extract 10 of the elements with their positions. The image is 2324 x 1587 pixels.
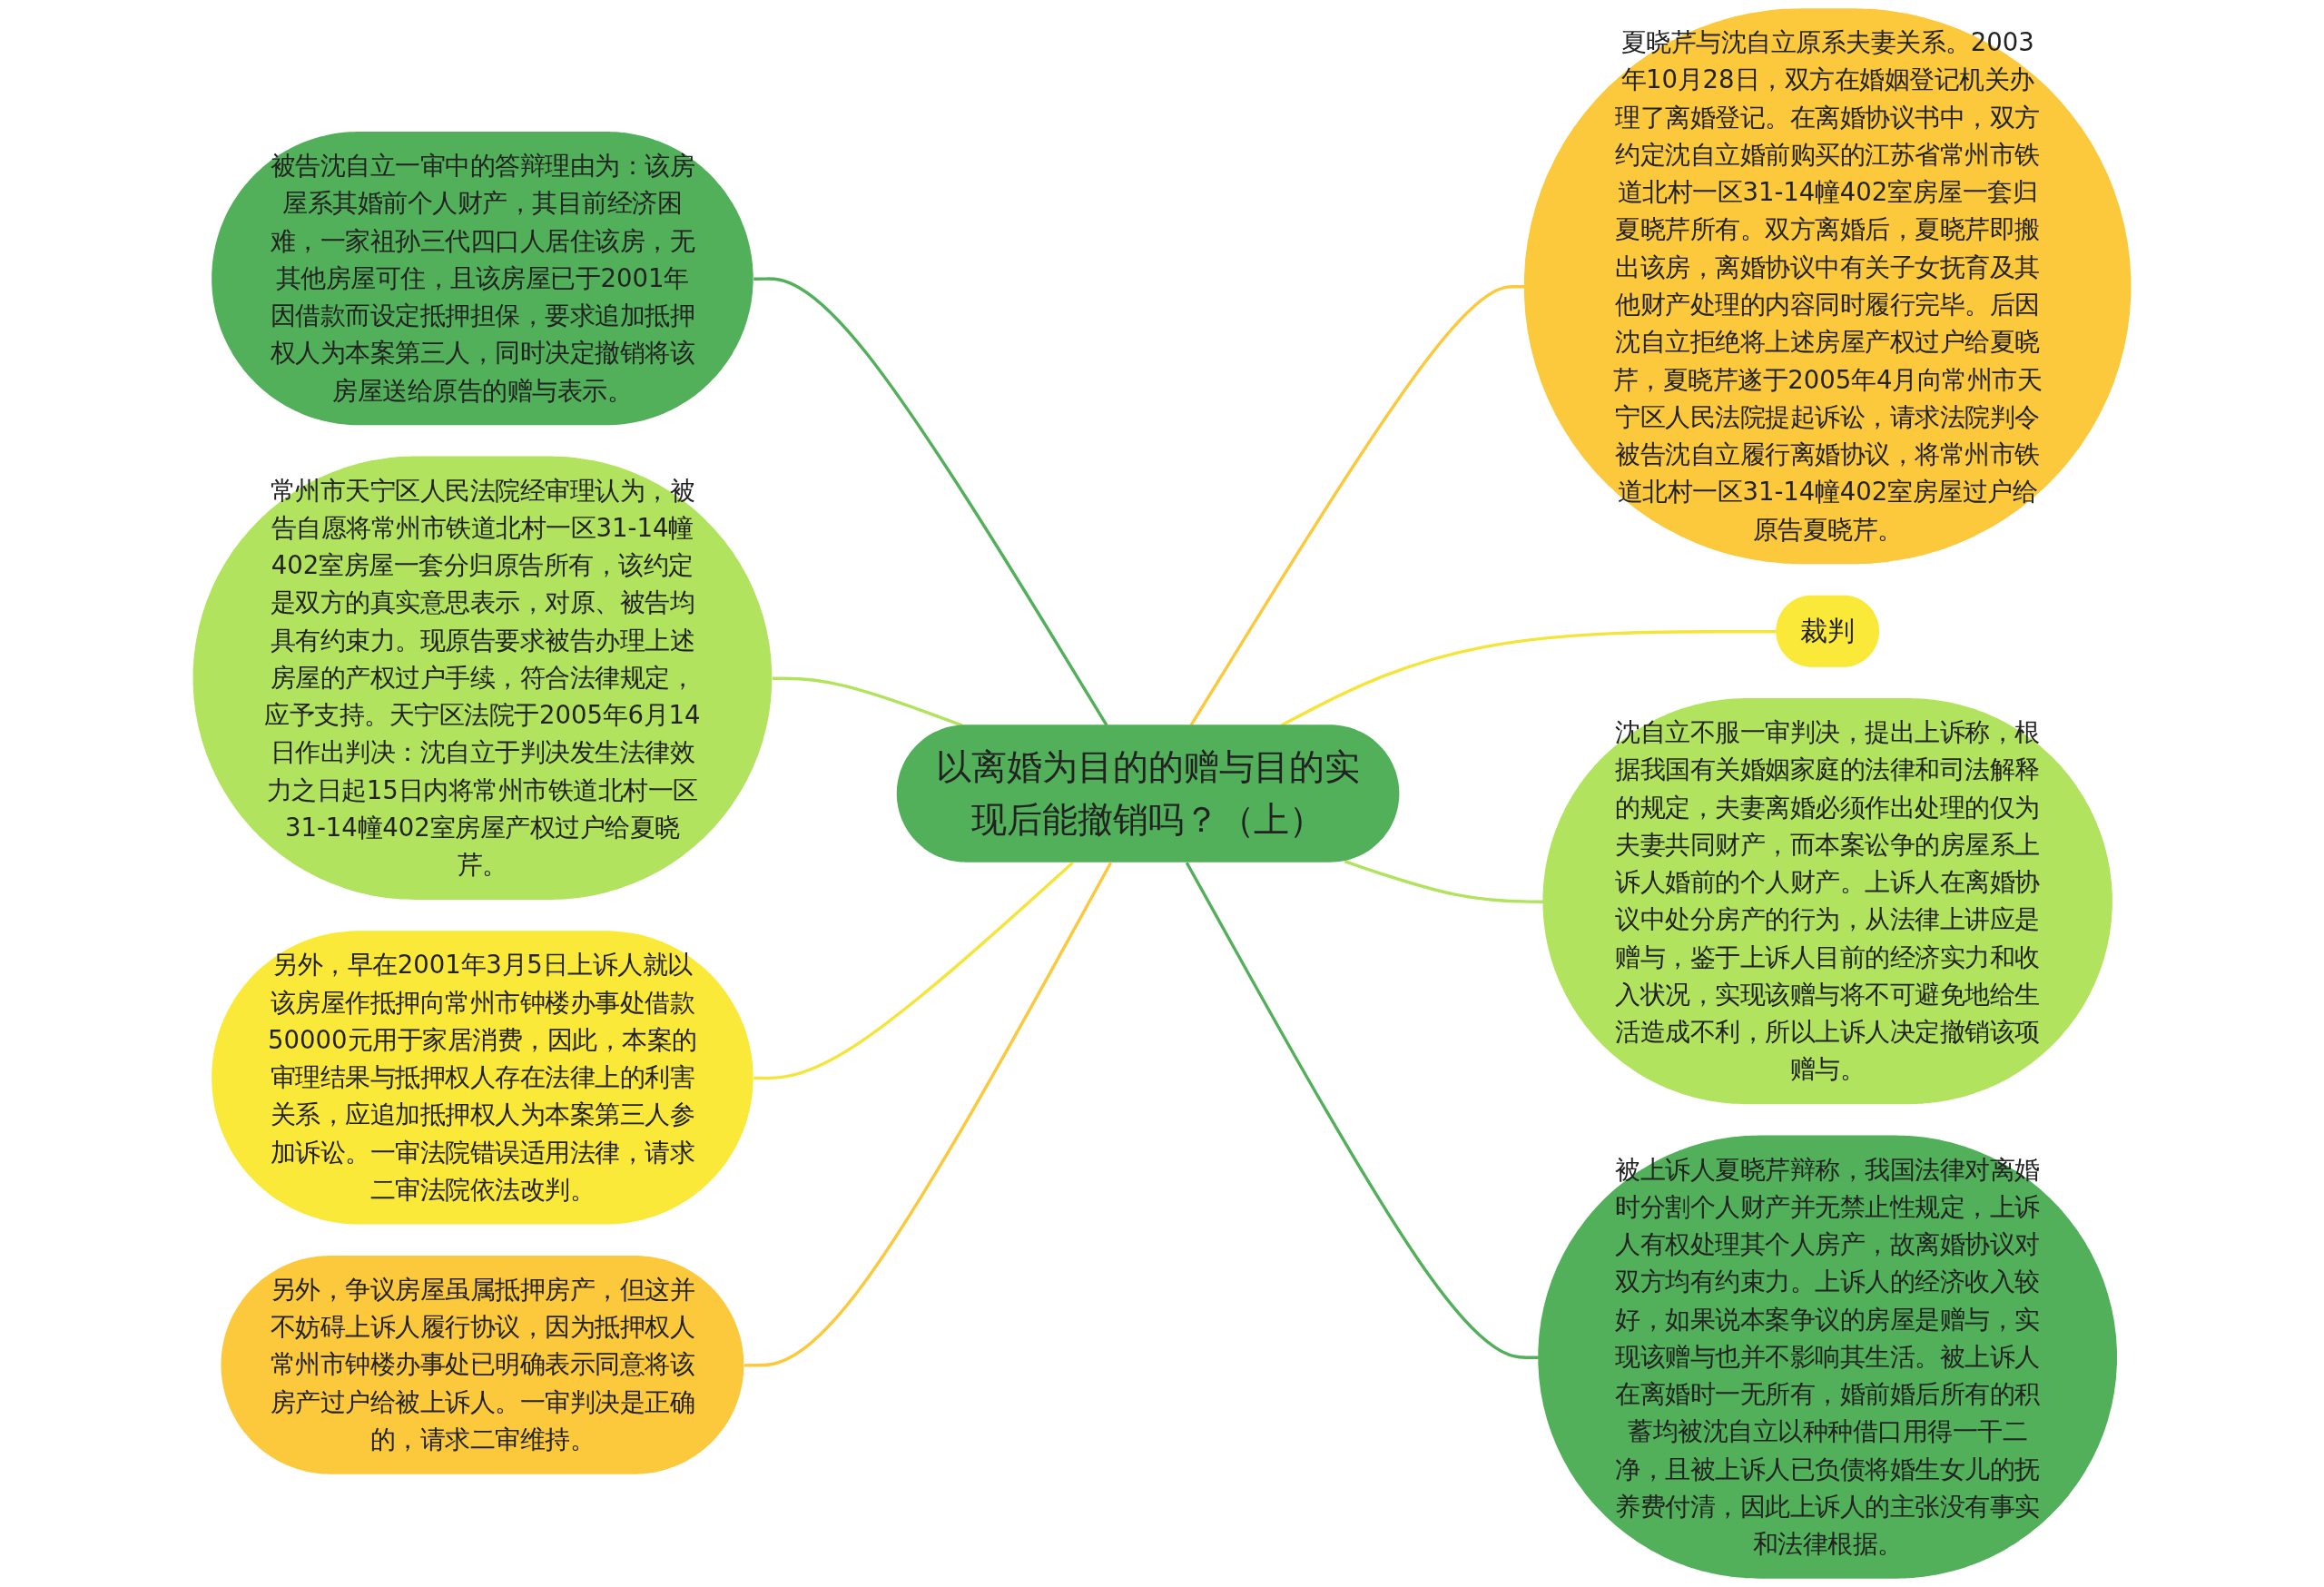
connector	[1189, 284, 1525, 726]
connector	[772, 676, 963, 727]
connector	[1185, 862, 1539, 1359]
connector	[753, 861, 1074, 1080]
node-box: 另外，争议房屋虽属抵押房产，但这并不妨碍上诉人履行协议，因为抵押权人常州市钟楼办事处已明确表示同意将该房产过户给被上诉人。一审判决是正确的，请求二审维持。	[221, 1255, 744, 1474]
connector	[1344, 860, 1544, 903]
connector	[743, 862, 1113, 1367]
node-box: 以离婚为目的的赠与目的实现后能撤销吗？（上）	[896, 724, 1400, 862]
connector	[753, 277, 1108, 726]
connector	[1280, 629, 1777, 727]
